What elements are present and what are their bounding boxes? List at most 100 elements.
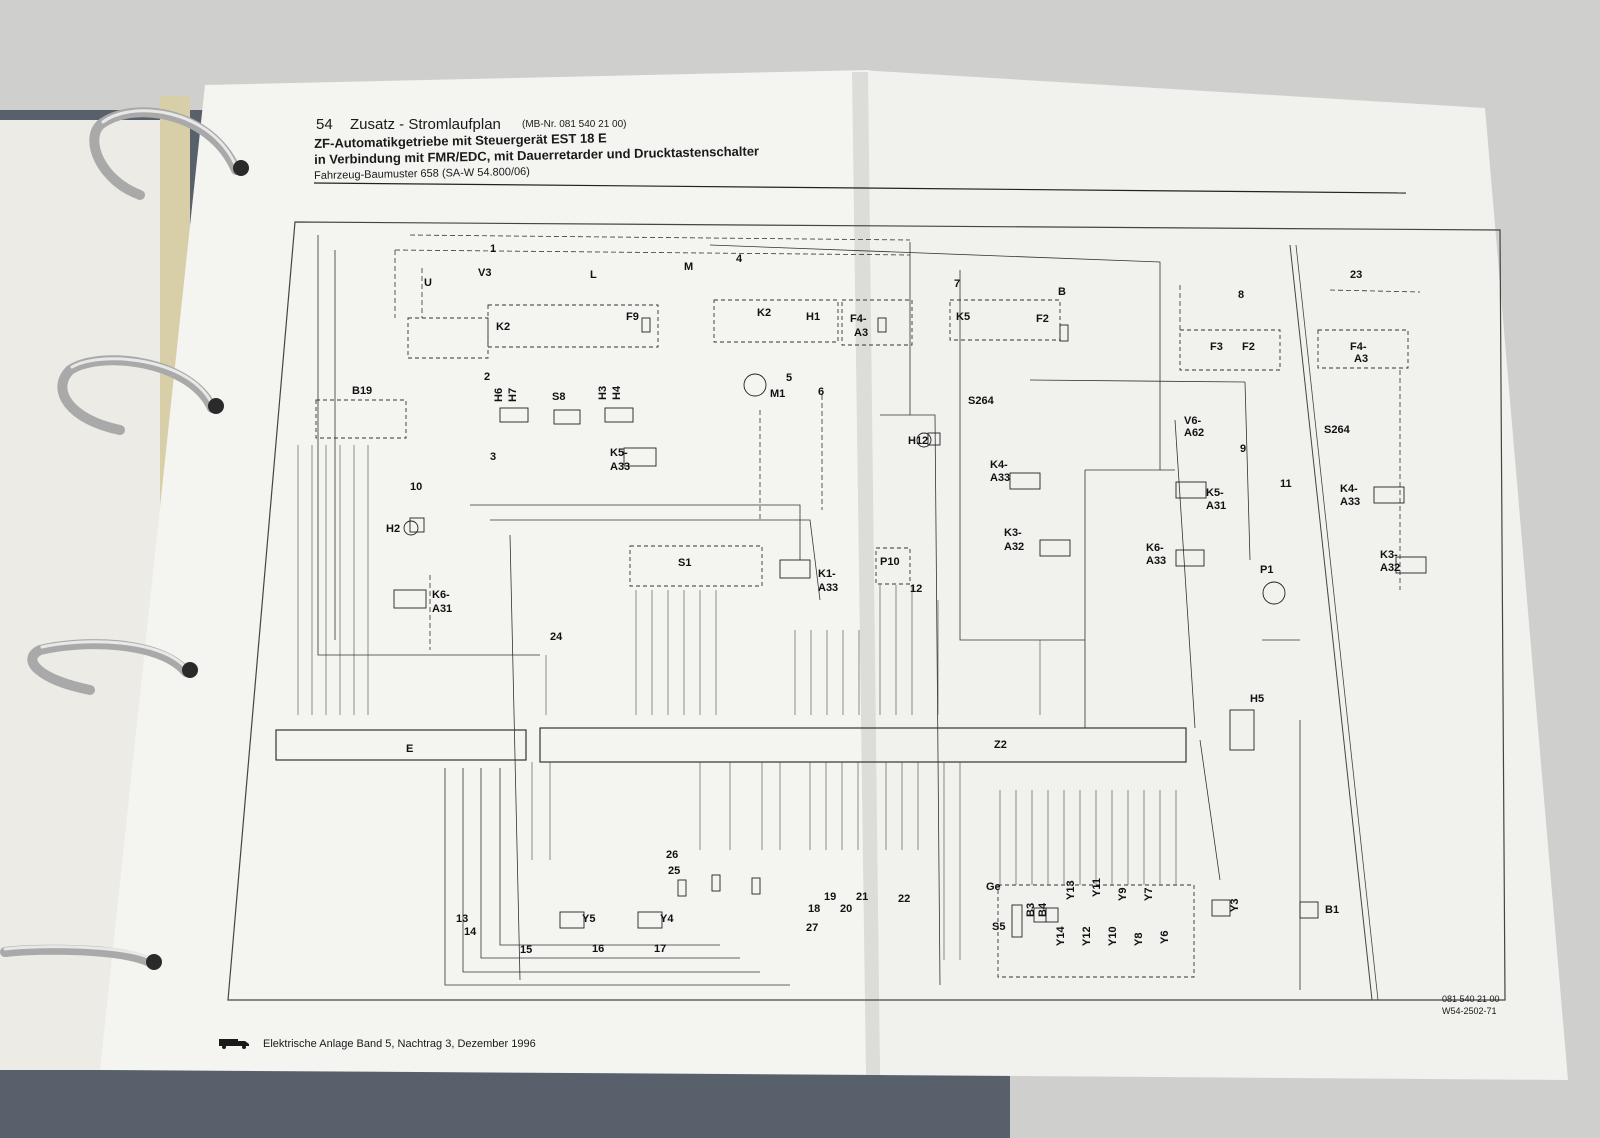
component-label: K1- bbox=[818, 568, 836, 580]
page-title: Zusatz - Stromlaufplan bbox=[350, 116, 501, 133]
component-label: Y3 bbox=[1229, 899, 1241, 912]
component-label: H5 bbox=[1250, 693, 1264, 705]
component-label: Y6 bbox=[1159, 931, 1171, 944]
component-label: S8 bbox=[552, 391, 565, 403]
component-label: K5- bbox=[610, 447, 628, 459]
component-label: Y5 bbox=[582, 913, 595, 925]
component-label: A32 bbox=[1380, 562, 1400, 574]
reference-number: 13 bbox=[456, 913, 468, 925]
component-label: H2 bbox=[386, 523, 400, 535]
component-label: L bbox=[590, 269, 597, 281]
reference-number: 15 bbox=[520, 944, 532, 956]
component-label: Ge bbox=[986, 881, 1001, 893]
component-label: F4- bbox=[1350, 341, 1367, 353]
reference-number: 14 bbox=[464, 926, 477, 938]
component-label: A62 bbox=[1184, 427, 1204, 439]
component-label: F3 bbox=[1210, 341, 1223, 353]
reference-number: 11 bbox=[1280, 478, 1292, 490]
component-label: B bbox=[1058, 286, 1066, 298]
component-label: A33 bbox=[1340, 496, 1360, 508]
component-label: A33 bbox=[1146, 555, 1166, 567]
drawing-number: 081 540 21 00 bbox=[1442, 994, 1500, 1004]
reference-number: 12 bbox=[910, 583, 922, 595]
component-label: S264 bbox=[968, 395, 995, 407]
component-label: B1 bbox=[1325, 904, 1339, 916]
component-label: K6- bbox=[432, 589, 450, 601]
component-label: H6 bbox=[493, 388, 505, 402]
truck-icon bbox=[219, 1039, 249, 1049]
component-label: H3 bbox=[597, 386, 609, 400]
component-label: Y12 bbox=[1081, 926, 1093, 946]
reference-number: 16 bbox=[592, 943, 604, 955]
reference-number: 8 bbox=[1238, 289, 1244, 301]
reference-number: 5 bbox=[786, 372, 792, 384]
mb-number: (MB-Nr. 081 540 21 00) bbox=[522, 119, 627, 130]
reference-number: 4 bbox=[736, 253, 743, 265]
reference-number: 6 bbox=[818, 386, 824, 398]
component-label: Y7 bbox=[1143, 888, 1155, 901]
component-label: H12 bbox=[908, 435, 928, 447]
component-label: H7 bbox=[507, 388, 519, 402]
component-label: A3 bbox=[854, 327, 868, 339]
component-label: K4- bbox=[990, 459, 1008, 471]
component-label: K2 bbox=[496, 321, 510, 333]
component-label: M1 bbox=[770, 388, 785, 400]
component-label: S264 bbox=[1324, 424, 1351, 436]
component-label: V3 bbox=[478, 267, 491, 279]
reference-number: 18 bbox=[808, 903, 820, 915]
reference-number: 1 bbox=[490, 243, 496, 255]
reference-number: 9 bbox=[1240, 443, 1246, 455]
component-label: F2 bbox=[1242, 341, 1255, 353]
component-label: F4- bbox=[850, 313, 867, 325]
footer-text: Elektrische Anlage Band 5, Nachtrag 3, D… bbox=[263, 1038, 536, 1050]
component-label: K3- bbox=[1380, 549, 1398, 561]
page-number: 54 bbox=[316, 116, 333, 133]
component-label: F9 bbox=[626, 311, 639, 323]
component-label: S1 bbox=[678, 557, 691, 569]
component-label: A33 bbox=[818, 582, 838, 594]
component-label: P10 bbox=[880, 556, 900, 568]
reference-number: 20 bbox=[840, 903, 852, 915]
reference-number: 26 bbox=[666, 849, 678, 861]
component-label: M bbox=[684, 261, 693, 273]
component-label: A33 bbox=[990, 472, 1010, 484]
component-label: A31 bbox=[1206, 500, 1226, 512]
component-label: Y10 bbox=[1107, 926, 1119, 946]
component-label: Y9 bbox=[1117, 888, 1129, 901]
reference-number: 10 bbox=[410, 481, 422, 493]
drawing-code: W54-2502-71 bbox=[1442, 1006, 1497, 1016]
reference-number: 19 bbox=[824, 891, 836, 903]
component-label: F2 bbox=[1036, 313, 1049, 325]
component-label: H1 bbox=[806, 311, 820, 323]
component-label: B3 bbox=[1025, 903, 1037, 917]
component-label: K5 bbox=[956, 311, 970, 323]
component-label: P1 bbox=[1260, 564, 1273, 576]
component-label: Z2 bbox=[994, 739, 1007, 751]
component-label: Y14 bbox=[1055, 926, 1067, 946]
component-label: Y11 bbox=[1091, 878, 1103, 897]
component-label: B19 bbox=[352, 385, 372, 397]
reference-number: 25 bbox=[668, 865, 680, 877]
component-label: K2 bbox=[757, 307, 771, 319]
reference-number: 22 bbox=[898, 893, 910, 905]
component-label: V6- bbox=[1184, 415, 1201, 427]
reference-number: 7 bbox=[954, 278, 960, 290]
bus-e bbox=[275, 729, 527, 761]
reference-number: 2 bbox=[484, 371, 490, 383]
component-label: Y13 bbox=[1065, 880, 1077, 900]
reference-number: 21 bbox=[856, 891, 868, 903]
component-label: A32 bbox=[1004, 541, 1024, 553]
reference-number: 17 bbox=[654, 943, 666, 955]
component-label: K6- bbox=[1146, 542, 1164, 554]
binder-rings bbox=[0, 107, 249, 970]
component-label: K4- bbox=[1340, 483, 1358, 495]
component-label: Y4 bbox=[660, 913, 674, 925]
component-label: K3- bbox=[1004, 527, 1022, 539]
schematic-frame bbox=[227, 221, 1506, 1001]
component-label: B4 bbox=[1037, 902, 1049, 917]
reference-number: 23 bbox=[1350, 269, 1362, 281]
bus-z2 bbox=[539, 727, 1187, 763]
